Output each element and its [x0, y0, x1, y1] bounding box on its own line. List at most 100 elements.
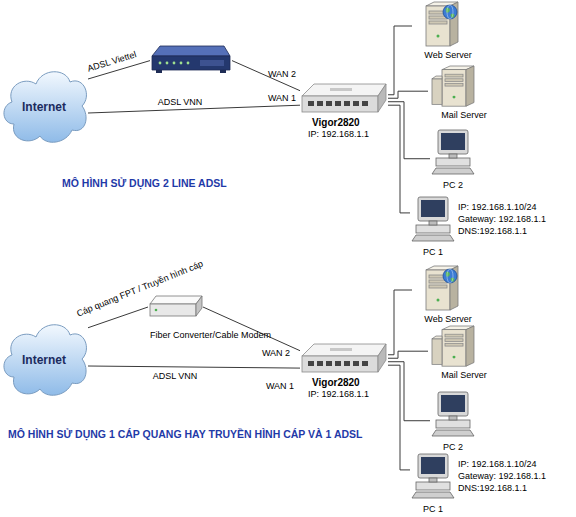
modem-front — [152, 56, 230, 70]
server-bay — [445, 343, 463, 346]
network-link — [388, 91, 428, 98]
adsl-modem — [150, 43, 232, 75]
mail-icon — [428, 326, 478, 368]
server-side — [466, 326, 474, 366]
router-side — [378, 344, 386, 372]
pc-case — [416, 482, 450, 490]
server-side — [466, 66, 474, 106]
router-port — [362, 101, 368, 106]
pc-station: PC 2 — [430, 128, 480, 192]
web-server: Web Server — [412, 266, 484, 326]
pc-station: PC 1IP: 192.168.1.10/24 Gateway: 192.168… — [410, 452, 560, 516]
server-bay — [445, 74, 463, 77]
link-label: ADSL Viettel — [86, 49, 138, 74]
port-label: WAN 1 — [268, 93, 296, 104]
modem-panel — [200, 60, 224, 66]
modem-icon — [150, 43, 232, 75]
network-link — [388, 290, 412, 355]
server-led — [453, 96, 456, 99]
router-box: Vigor2820IP: 192.168.1.1 — [300, 342, 388, 400]
server-bay — [445, 83, 463, 86]
node-label: Vigor2820 — [312, 377, 360, 388]
pc-screen — [441, 395, 465, 412]
link-label: ADSL VNN — [158, 97, 203, 108]
mail-server: Mail Server — [428, 66, 500, 122]
link-label: WAN 2 — [268, 69, 296, 80]
router-front — [302, 356, 378, 372]
node-label: Internet — [0, 102, 88, 113]
pc-case — [416, 225, 450, 233]
web-server: Web Server — [412, 2, 484, 62]
router-port — [344, 361, 350, 366]
server-unit-top — [432, 336, 442, 339]
server-bay — [445, 339, 463, 342]
converter-side — [196, 296, 202, 316]
node-label: Fiber Converter/Cable Modem — [150, 330, 271, 341]
node-label: Vigor2820 — [312, 117, 360, 128]
mail-icon — [428, 66, 478, 108]
network-link — [388, 365, 410, 470]
modem-foot — [156, 70, 162, 73]
server-front — [442, 70, 466, 107]
router-port — [308, 361, 314, 366]
modem-led — [187, 62, 190, 65]
server-bay — [445, 79, 463, 82]
server-led — [437, 35, 440, 38]
network-link — [388, 362, 430, 421]
pc-monitor — [418, 454, 448, 478]
router-logo — [330, 348, 352, 351]
router-port — [353, 361, 359, 366]
pc-stand — [449, 154, 457, 158]
server-unit — [432, 339, 442, 365]
router-port — [353, 101, 359, 106]
link-label: Cáp quang FPT / Truyền hình cáp — [75, 259, 205, 320]
node-detail: IP: 192.168.1.10/24 Gateway: 192.168.1.1… — [458, 201, 558, 237]
modem-top — [152, 46, 230, 56]
router-port — [362, 361, 368, 366]
node-detail: IP: 192.168.1.10/24 Gateway: 192.168.1.1… — [458, 458, 558, 494]
router-top — [302, 84, 386, 96]
pc-stand — [429, 221, 437, 225]
router-port — [317, 361, 323, 366]
router-port — [344, 101, 350, 106]
section-title: MÔ HÌNH SỬ DỤNG 1 CÁP QUANG HAY TRUYỀN H… — [8, 428, 362, 441]
modem-led — [180, 62, 183, 65]
router-port — [335, 361, 341, 366]
pc-stand — [429, 478, 437, 482]
pc-icon — [430, 128, 476, 178]
pc-monitor — [438, 130, 468, 154]
router-side — [378, 84, 386, 112]
mail-server: Mail Server — [428, 326, 500, 382]
router-box: Vigor2820IP: 192.168.1.1 — [300, 82, 388, 140]
port-label: WAN 1 — [266, 381, 294, 392]
globe-meridian — [447, 5, 453, 19]
fiber-converter: Fiber Converter/Cable Modem — [148, 292, 203, 322]
globe-meridian — [447, 269, 453, 283]
node-label: PC 1 — [410, 247, 456, 258]
web-icon — [412, 266, 462, 312]
node-label: PC 1 — [410, 504, 456, 515]
globe-symbol — [443, 5, 457, 19]
network-link — [88, 366, 300, 368]
modem-led — [159, 62, 162, 65]
pc-case — [436, 420, 470, 428]
pc-icon — [430, 390, 476, 440]
pc-keyboard — [432, 430, 474, 436]
server-led — [437, 299, 440, 302]
server-led — [453, 356, 456, 359]
pc-keyboard — [432, 168, 474, 174]
server-front — [442, 330, 466, 367]
server-unit-top — [432, 76, 442, 79]
internet-cloud: Internet — [0, 315, 88, 400]
link-label: WAN 2 — [262, 348, 290, 359]
pc-keyboard — [412, 235, 454, 241]
server-bay — [429, 285, 447, 288]
converter-front — [150, 304, 196, 316]
server-bay — [429, 21, 447, 24]
pc-monitor — [418, 197, 448, 221]
modem-led — [166, 62, 169, 65]
router-port — [317, 101, 323, 106]
network-link — [388, 26, 412, 95]
